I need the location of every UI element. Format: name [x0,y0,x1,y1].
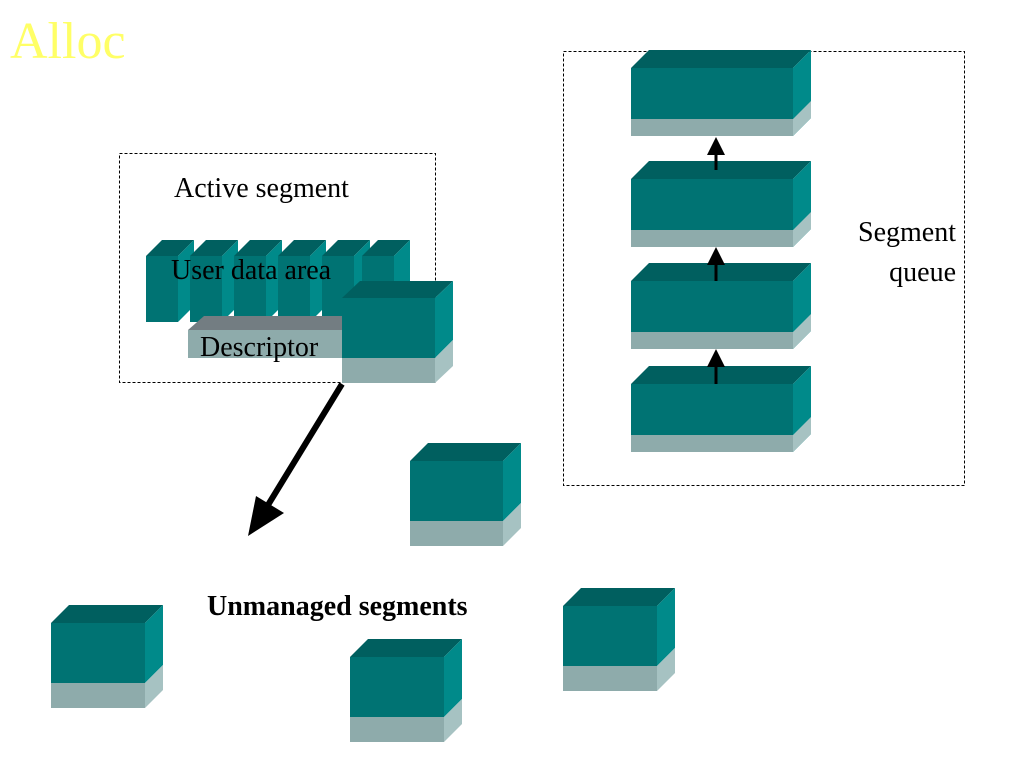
queue-segment-1 [631,50,811,136]
segment-queue-label-line1: Segment [858,217,956,248]
descriptor-bar [188,316,360,358]
queue-segment-4 [631,366,811,452]
active-segment-box [119,153,436,383]
unmanaged-segments-label: Unmanaged segments [207,591,468,622]
segment-queue-label-line2: queue [889,257,956,288]
unmanaged-cube-4 [350,639,462,742]
queue-segment-2 [631,161,811,247]
unmanaged-cube-2 [51,605,163,708]
user-data-area-label: User data area [171,255,332,286]
unmanaged-cube-1 [410,443,521,546]
slide-title: Alloc [10,13,126,70]
queue-segment-3 [631,263,811,349]
unmanaged-cube-3 [563,588,675,691]
active-segment-label: Active segment [174,173,349,204]
segment-cube-active [342,281,453,383]
descriptor-label: Descriptor [200,332,319,363]
release-arrow [248,382,345,536]
